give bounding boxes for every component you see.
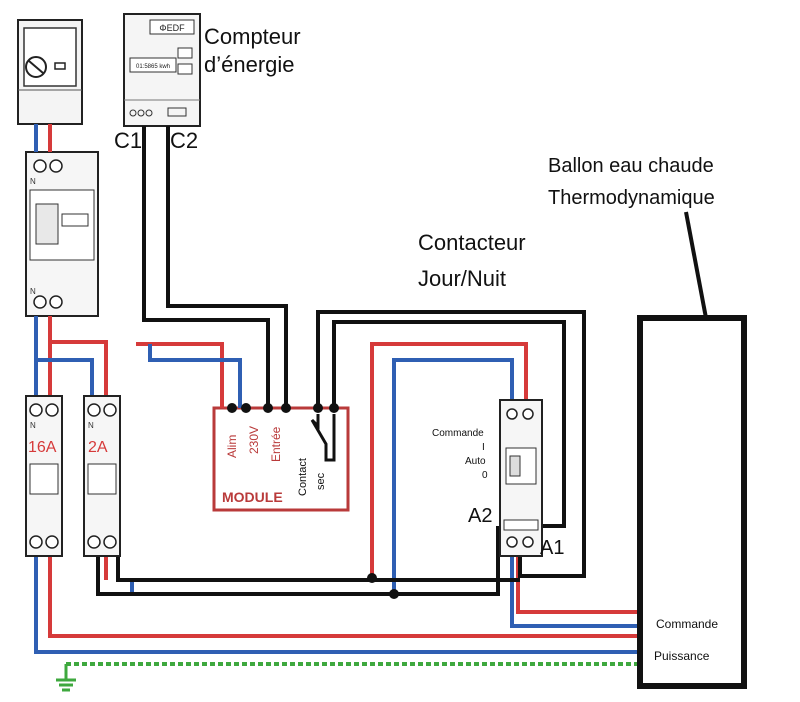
contactor-mode-auto: Auto xyxy=(465,456,486,467)
breaker-16a xyxy=(25,395,63,557)
terminal-a1: A1 xyxy=(540,537,564,559)
module-pin-alim: Alim xyxy=(225,435,239,458)
neutral-mark-bottom: N xyxy=(30,287,36,296)
module-contact-line2: sec xyxy=(315,472,327,490)
heater-label-line2: Thermodynamique xyxy=(548,187,715,209)
contactor-mode-i: I xyxy=(482,442,485,453)
contactor-mode-commande: Commande xyxy=(432,428,484,439)
terminal-c2: C2 xyxy=(170,128,198,153)
neutral-mark-top: N xyxy=(30,177,36,186)
meter-label-line2: d’énergie xyxy=(204,52,295,77)
heater-terminal-commande: Commande xyxy=(656,617,718,631)
differential-breaker xyxy=(25,151,99,317)
heater-terminal-puissance: Puissance xyxy=(654,649,710,663)
energy-meter xyxy=(123,13,201,127)
breaker-rating-2a: 2A xyxy=(88,439,108,456)
contactor-mode-zero: 0 xyxy=(482,470,488,481)
junction-dots xyxy=(227,403,399,599)
neutral-mark-16a: N xyxy=(30,421,36,430)
contactor-title-line2: Jour/Nuit xyxy=(418,266,506,291)
contactor-title-line1: Contacteur xyxy=(418,230,526,255)
meter-display: 01:5865 kwh xyxy=(136,64,170,70)
day-night-contactor xyxy=(499,399,543,557)
main-switch xyxy=(17,19,83,125)
meter-brand: ΦEDF xyxy=(159,23,185,33)
heater-box xyxy=(637,315,747,689)
phase-wires xyxy=(48,124,644,638)
breaker-rating-16a: 16A xyxy=(28,439,57,456)
module-contact-line1: Contact xyxy=(297,458,309,496)
module-name: MODULE xyxy=(222,489,283,505)
neutral-mark-2a: N xyxy=(88,421,94,430)
heater-label-line1: Ballon eau chaude xyxy=(548,155,714,177)
control-wires xyxy=(96,126,708,596)
module-pin-230v: 230V xyxy=(247,426,261,454)
dry-contact-switch-icon xyxy=(310,414,336,462)
module-pin-entree: Entrée xyxy=(269,426,283,462)
breaker-2a xyxy=(83,395,121,557)
terminal-a2: A2 xyxy=(468,505,492,527)
earth-icon xyxy=(56,664,76,692)
meter-label-line1: Compteur xyxy=(204,24,301,49)
terminal-c1: C1 xyxy=(114,128,142,153)
